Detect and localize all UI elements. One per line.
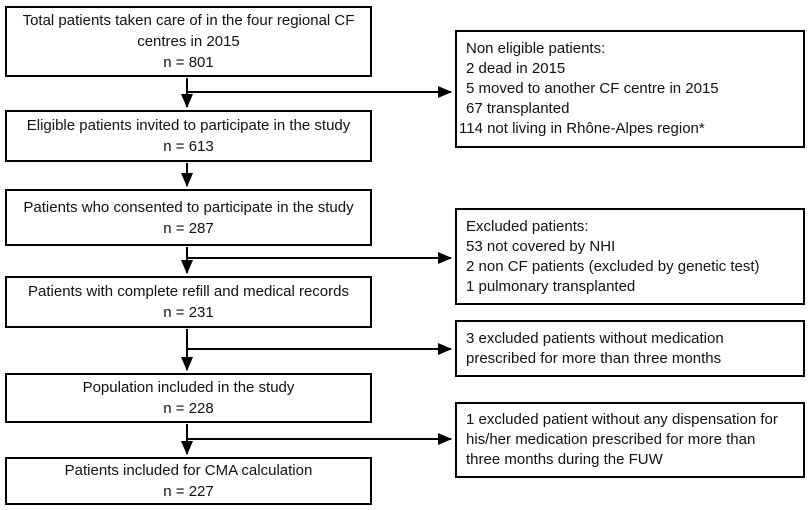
side-box-no-dispensation: 1 excluded patient without any dispensat… bbox=[455, 402, 805, 478]
side-box-item: 114 not living in Rhône-Alpes region* bbox=[459, 120, 705, 137]
flow-box-count: n = 287 bbox=[163, 219, 214, 237]
side-box-item: 2 dead in 2015 bbox=[466, 60, 566, 77]
side-box-item: his/her medication prescribed for more t… bbox=[466, 431, 756, 448]
flow-box-text: centres in 2015 bbox=[137, 33, 240, 50]
flow-box-count: n = 613 bbox=[163, 138, 214, 155]
side-box-item: three months during the FUW bbox=[466, 451, 663, 468]
side-box-item: prescribed for more than three months bbox=[466, 349, 722, 367]
side-box-item: 1 excluded patient without any dispensat… bbox=[466, 411, 778, 428]
flow-box-text: Patients with complete refill and medica… bbox=[28, 283, 349, 300]
flow-box-count: n = 231 bbox=[163, 304, 214, 321]
side-box-item: 2 non CF patients (excluded by genetic t… bbox=[466, 257, 760, 275]
side-box-excluded-patients: Excluded patients: 53 not covered by NHI… bbox=[455, 208, 805, 305]
side-box-heading: Non eligible patients: bbox=[466, 40, 606, 57]
flow-box-count: n = 801 bbox=[163, 54, 214, 71]
flow-box-count: n = 227 bbox=[163, 483, 214, 500]
flow-box-text: Eligible patients invited to participate… bbox=[26, 117, 351, 134]
flow-box-cma-calculation: Patients included for CMA calculation n … bbox=[5, 457, 372, 505]
flow-box-count: n = 228 bbox=[163, 400, 214, 417]
side-box-item: 3 excluded patients without medication bbox=[466, 329, 724, 347]
side-box-non-eligible: Non eligible patients: 2 dead in 2015 5 … bbox=[455, 30, 805, 148]
flow-box-population-included: Population included in the study n = 228 bbox=[5, 373, 372, 423]
side-box-item: 1 pulmonary transplanted bbox=[466, 277, 636, 295]
side-box-item: 67 transplanted bbox=[466, 100, 570, 117]
flow-box-text: Patients who consented to participate in… bbox=[23, 198, 354, 216]
side-box-no-medication: 3 excluded patients without medication p… bbox=[455, 320, 805, 377]
flow-box-consented-patients: Patients who consented to participate in… bbox=[5, 189, 372, 246]
side-box-item: 53 not covered by NHI bbox=[466, 237, 616, 255]
flow-box-text: Total patients taken care of in the four… bbox=[22, 12, 355, 29]
flow-box-eligible-patients: Eligible patients invited to participate… bbox=[5, 110, 372, 162]
flow-box-text: Population included in the study bbox=[82, 379, 295, 396]
flow-box-total-patients: Total patients taken care of in the four… bbox=[5, 6, 372, 77]
flow-box-complete-records: Patients with complete refill and medica… bbox=[5, 276, 372, 328]
side-box-heading: Excluded patients: bbox=[466, 217, 589, 235]
flow-box-text: Patients included for CMA calculation bbox=[64, 462, 313, 479]
side-box-item: 5 moved to another CF centre in 2015 bbox=[466, 80, 719, 97]
